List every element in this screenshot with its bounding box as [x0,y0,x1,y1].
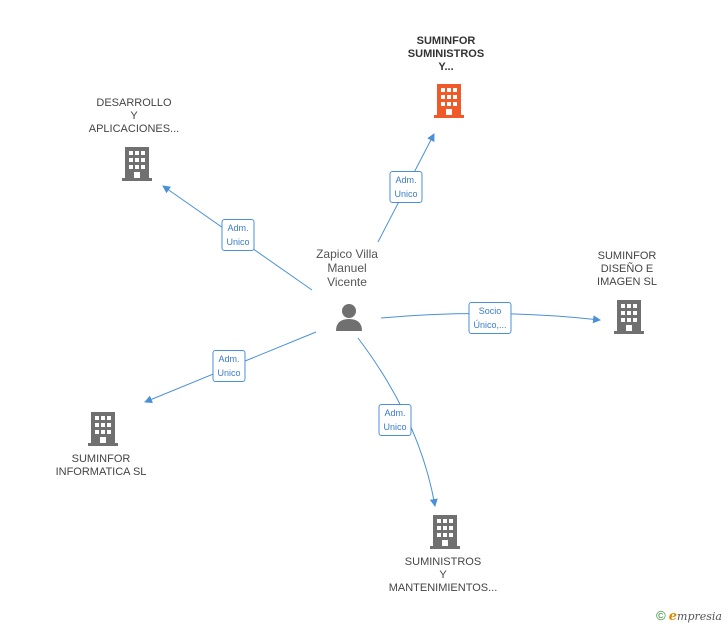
edge-label-suminfor-informatica: Adm. Unico [212,350,246,382]
footer-brand: © empresia [656,608,722,624]
person-name-label: Zapico Villa Manuel Vicente [316,247,378,289]
node-label-suminfor-suministros[interactable]: SUMINFOR SUMINISTROS Y... [407,35,485,73]
building-icon[interactable] [88,412,118,446]
node-label-desarrollo[interactable]: DESARROLLO Y APLICACIONES... [88,97,180,135]
building-icon[interactable] [434,84,464,118]
edge-label-suminfor-diseno: Socio Único,... [468,302,512,334]
brand-logo-text: mpresia [677,610,722,623]
node-label-suminfor-informatica[interactable]: SUMINFOR INFORMATICA SL [55,453,147,478]
building-icon[interactable] [430,515,460,549]
edge-label-desarrollo: Adm. Unico [221,219,255,251]
copyright-symbol: © [656,608,666,623]
node-label-suminfor-diseno[interactable]: SUMINFOR DISEÑO E IMAGEN SL [597,250,657,288]
building-icon[interactable] [122,147,152,181]
edge-label-suminfor-suministros: Adm. Unico [389,171,423,203]
edge-label-suministros-mantenimientos: Adm. Unico [378,404,412,436]
building-icon[interactable] [614,300,644,334]
brand-logo-initial: e [668,609,678,624]
person-icon[interactable] [334,302,364,332]
node-label-suministros-mantenimientos[interactable]: SUMINISTROS Y MANTENIMIENTOS... [388,556,498,594]
